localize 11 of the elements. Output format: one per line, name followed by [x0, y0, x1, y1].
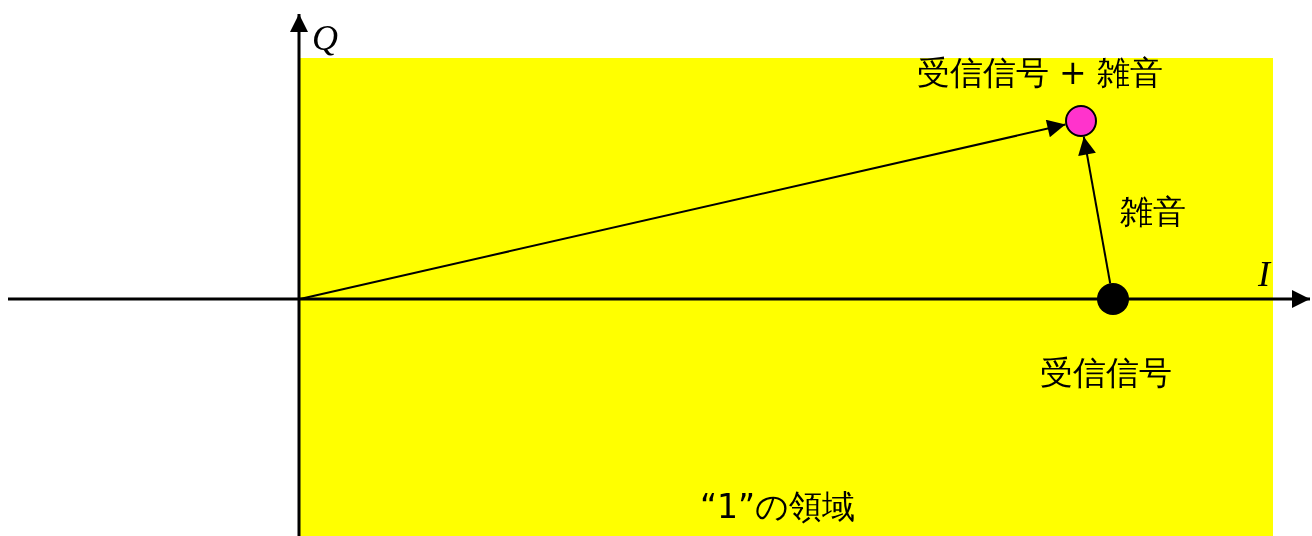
- point-label: 受信信号: [1040, 355, 1172, 389]
- arrow: [299, 119, 1067, 300]
- point-label: 受信信号 + 雑音: [916, 55, 1164, 89]
- axis-label: I: [1258, 256, 1270, 292]
- signal-point: [1097, 283, 1129, 315]
- decision-region: [300, 58, 1273, 536]
- region-label: “1”の領域: [700, 490, 856, 523]
- arrow: [1078, 135, 1112, 285]
- received-point: [1065, 105, 1097, 137]
- edge-label: 雑音: [1120, 195, 1186, 228]
- axis-label: Q: [312, 20, 338, 56]
